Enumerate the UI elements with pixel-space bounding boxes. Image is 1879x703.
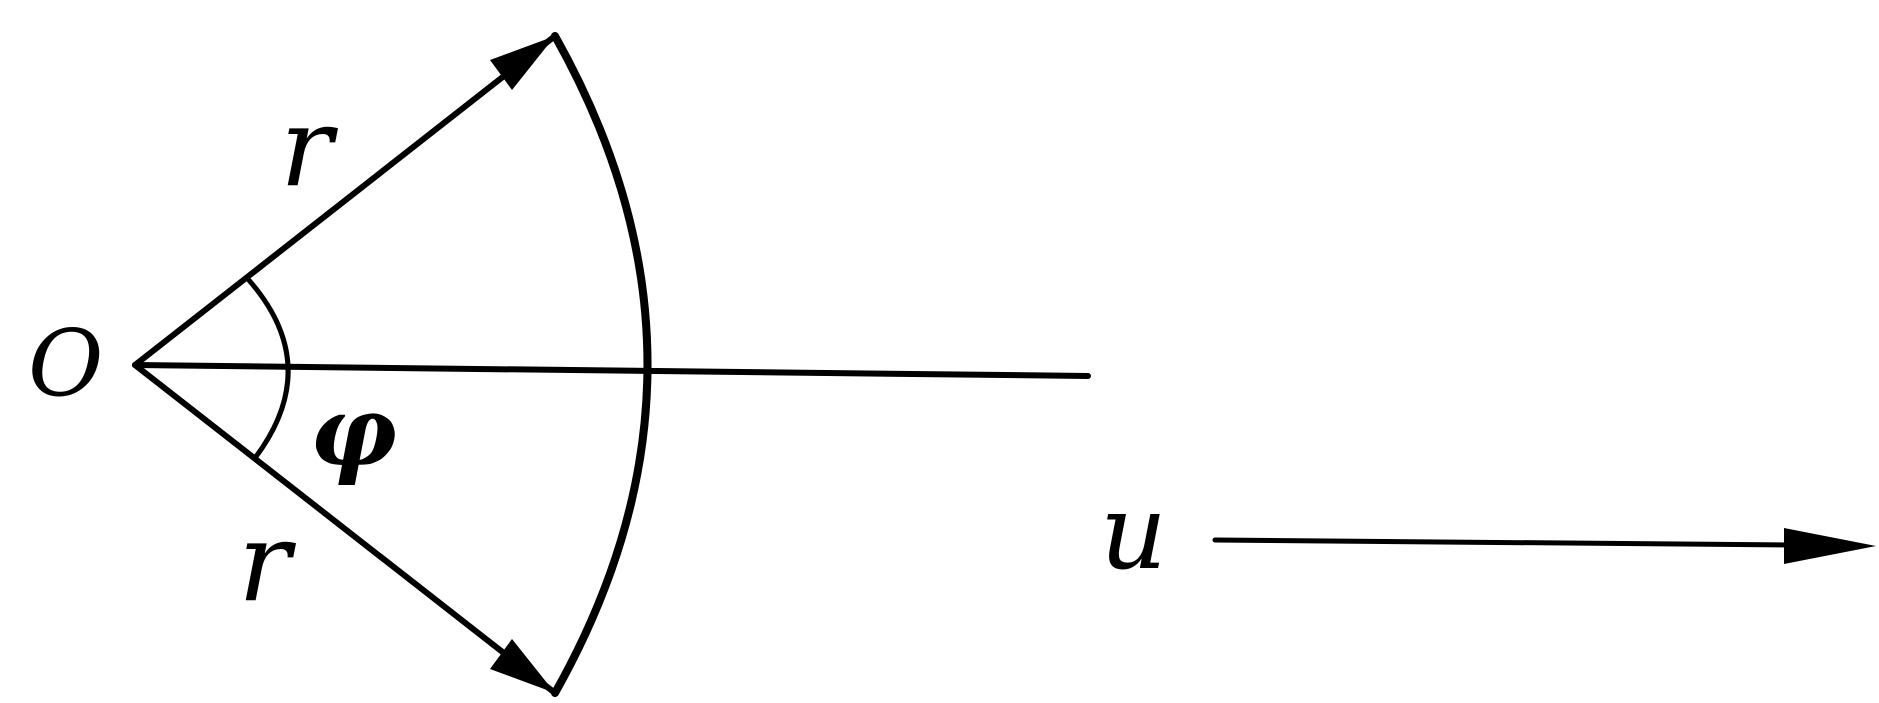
velocity-arrow — [1212, 537, 1793, 548]
radius-top-label: r — [280, 83, 339, 211]
origin-label: O — [28, 310, 103, 417]
angle-arc — [244, 275, 291, 461]
symmetry-axis — [132, 362, 1091, 379]
lower-radius-vector — [132, 362, 558, 696]
upper-radius-arrowhead — [490, 36, 555, 90]
upper-radius-vector — [132, 33, 558, 368]
angle-label: φ — [310, 375, 397, 488]
velocity-arrowhead — [1784, 528, 1876, 564]
lower-radius-arrowhead — [490, 639, 555, 693]
sector-arc — [551, 32, 652, 697]
radius-bottom-label: r — [238, 498, 297, 626]
velocity-label: u — [1100, 471, 1167, 593]
